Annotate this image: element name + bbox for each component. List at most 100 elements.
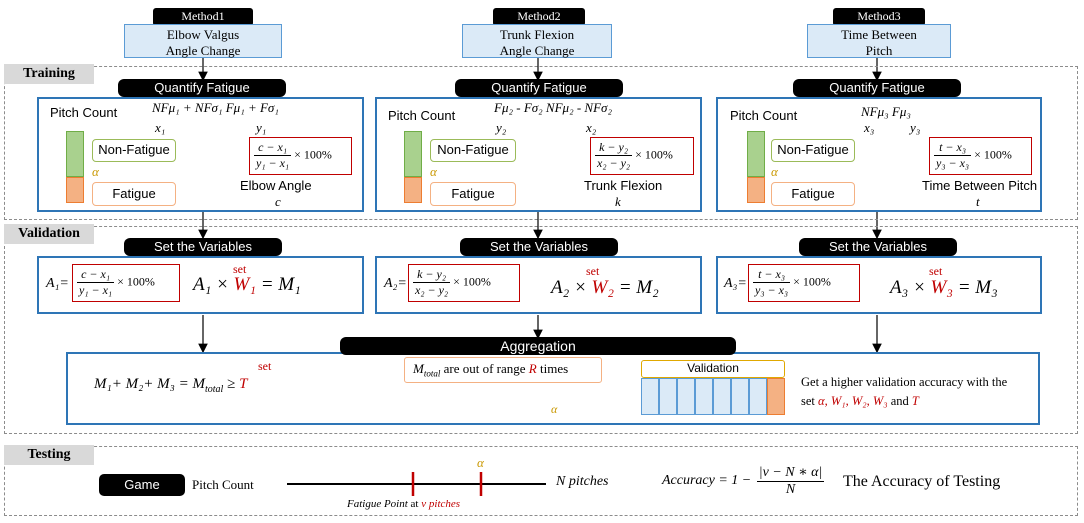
equation-1: A₁ × W₁ = M₁ [193,274,301,296]
frac-den-3: y₃ − x₃ [936,156,970,170]
equation-2: A₂ × W₂ = M₂ [551,277,659,299]
fatigue-box-1: Fatigue [92,182,176,206]
testing-section [4,446,1078,516]
vtimes100-1: × 100% [117,274,155,289]
fold-6 [731,378,749,415]
frac-num-2: k − y₂ [595,140,633,156]
quantify-fatigue-1: Quantify Fatigue [118,79,286,97]
nonfatigue-box-1: Non-Fatigue [92,139,176,162]
testing-pitch-count: Pitch Count [192,477,254,492]
vfrac-num-3: t − x₃ [753,267,791,283]
acc-den: N [785,482,796,497]
vfrac-num-2: k − y₂ [413,267,451,283]
set-variables-3: Set the Variables [799,238,957,256]
result-T: T [911,394,919,408]
method3-box: Time Between Pitch [807,24,951,58]
frac-den-1: y₁ − x₁ [256,156,290,170]
result-and: and [887,394,912,408]
fold-5 [713,378,731,415]
range-sub: total [423,368,441,379]
fatigue-point-at: at [407,498,422,510]
fold-1 [641,378,659,415]
alpha-label-1: α [92,164,99,179]
equation-3: A₃ × W₃ = M₃ [890,277,998,299]
method1-line2: Angle Change [165,43,241,58]
var-label-2: k [615,194,621,209]
range-post: times [536,361,569,376]
validation-label: Validation [4,224,94,244]
nonfatigue-box-3: Non-Fatigue [771,139,855,162]
times100-1: × 100% [294,147,332,162]
eq-pre-3: A₃ × [890,277,931,298]
fatigue-bar-2 [404,177,422,203]
result-set: set [801,394,815,408]
A-label-1: A₁= [46,276,69,291]
aggregation-sum: M₁+ M₂+ M₃ = Mtotal ≥ T [94,376,247,395]
pitch-count-label-1: Pitch Count [50,105,118,120]
fold-4 [695,378,713,415]
method2-box: Trunk Flexion Angle Change [462,24,612,58]
set-label-1: set [233,262,247,276]
measure-label-1: Elbow Angle [240,178,312,193]
frac-num-3: t − x₃ [934,140,972,156]
aggregation-header: Aggregation [340,337,736,355]
fold-7 [749,378,767,415]
set-variables-1: Set the Variables [124,238,282,256]
y-label-1: y₁ [256,120,267,135]
fatigue-point-text: Fatigue Point [347,498,408,510]
aggregation-panel [66,352,1040,425]
accuracy-formula: Accuracy = 1 − |v − N ∗ α|N [662,464,825,498]
fatigue-point-label: Fatigue Point at v pitches [347,498,460,510]
eq-post-2: = M₂ [613,277,659,298]
vtimes100-3: × 100% [793,274,831,289]
nonfatigue-bar-2 [404,131,422,177]
threshold-T: T [239,376,248,392]
x-label-2: y₂ [496,120,507,135]
weight-W3: W₃ [930,277,953,298]
validation-folds-header: Validation [641,360,785,378]
training-formula-2: Fμ₂ - Fσ₂ NFμ₂ - NFσ₂ [494,100,612,115]
acc-num: |v − N ∗ α| [756,465,825,482]
weight-W2: W₂ [591,277,614,298]
fold-2 [659,378,677,415]
nonfatigue-bar-3 [747,131,765,177]
method2-line2: Angle Change [499,43,575,58]
training-label: Training [4,64,94,84]
times100-3: × 100% [974,147,1012,162]
nonfatigue-bar-1 [66,131,84,177]
fold-3 [677,378,695,415]
x-label-1: x₁ [155,120,166,135]
quantify-fatigue-3: Quantify Fatigue [793,79,961,97]
method1-tag: Method1 [153,8,253,26]
alpha-label-3: α [771,164,778,179]
A-label-3: A₃= [724,276,747,291]
A-label-2: A₂= [384,276,407,291]
result-line1: Get a higher validation accuracy with th… [801,375,1008,389]
range-mid: are out of range [440,361,529,376]
method2-tag: Method2 [493,8,585,26]
agg-alpha: α [551,402,558,416]
sum-ge: ≥ [223,376,240,392]
range-R: R [528,361,537,376]
training-section [4,66,1078,220]
fatigue-bar-1 [66,177,84,203]
var-label-3: t [976,194,980,209]
agg-set-label: set [258,359,272,373]
vfrac-den-2: x₂ − y₂ [415,283,449,297]
fatigue-bar-3 [747,177,765,203]
training-formula-3: NFμ₃ Fμ₃ [861,104,911,119]
testing-label: Testing [4,445,94,465]
set-variables-2: Set the Variables [460,238,618,256]
testing-alpha: α [477,455,484,470]
method3-tag: Method3 [833,8,925,26]
sum-pre: M₁+ M₂+ M₃ = M [94,376,205,392]
pitch-count-label-3: Pitch Count [730,108,798,123]
fatigue-box-2: Fatigue [430,182,516,206]
eq-pre-2: A₂ × [551,277,592,298]
training-formula-1: NFμ₁ + NFσ₁ Fμ₁ + Fσ₁ [152,100,279,115]
frac-num-1: c − x₁ [254,140,292,156]
